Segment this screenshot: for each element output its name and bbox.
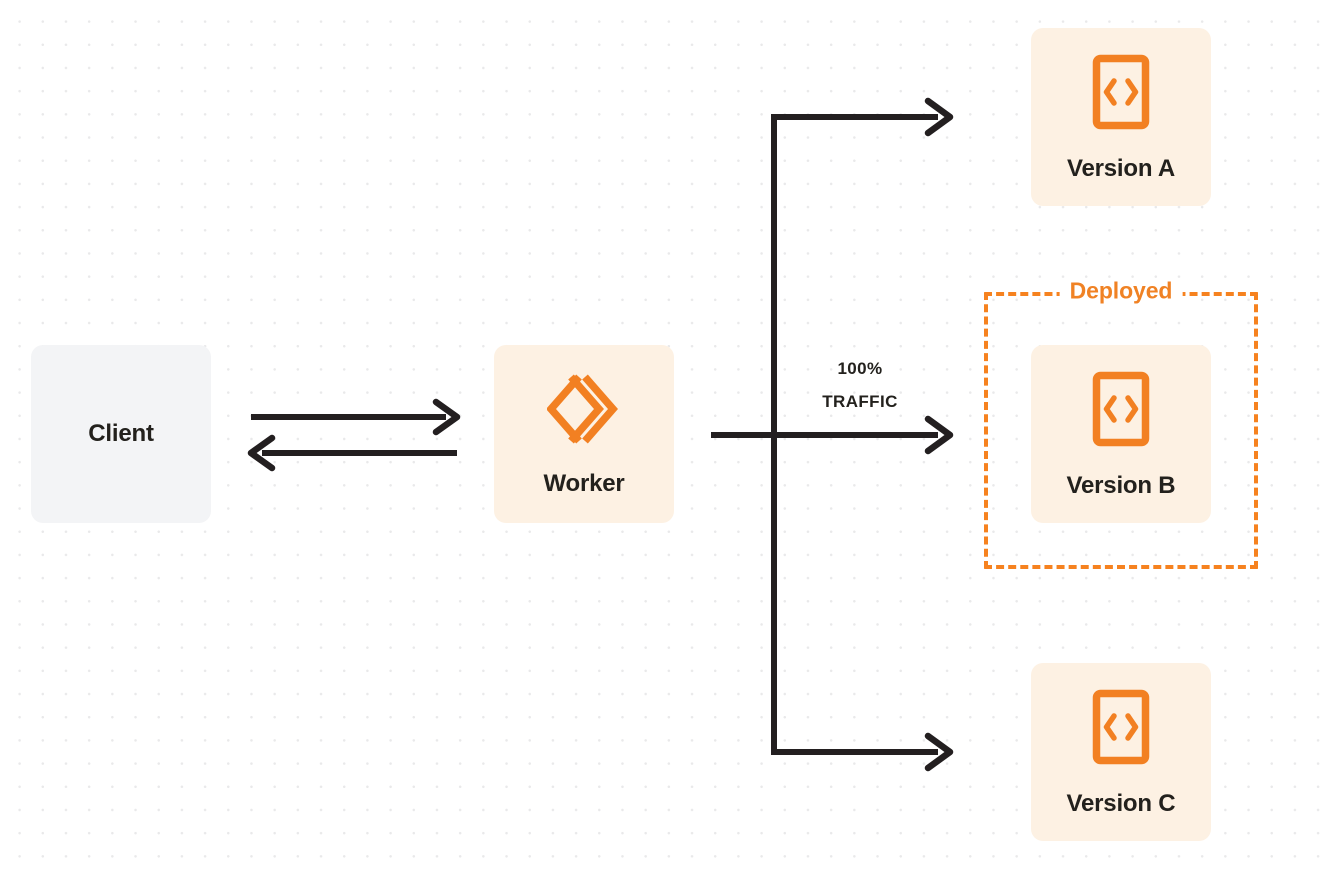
node-version-b[interactable]: Version B bbox=[1031, 345, 1211, 523]
arrow-left-icon bbox=[247, 434, 276, 472]
node-version-c-label: Version C bbox=[1066, 789, 1176, 817]
edge-worker-to-version-c bbox=[771, 732, 954, 772]
cloudflare-workers-logo-icon bbox=[546, 373, 621, 450]
deployed-group-frame: Deployed bbox=[984, 279, 1258, 569]
node-version-a[interactable]: Version A bbox=[1031, 28, 1211, 206]
node-worker-label: Worker bbox=[543, 469, 625, 497]
node-version-a-label: Version A bbox=[1066, 154, 1176, 182]
arrow-right-icon bbox=[432, 398, 461, 436]
arrow-right-icon bbox=[924, 415, 954, 455]
code-document-icon bbox=[1092, 689, 1150, 770]
edge-worker-to-version-a bbox=[771, 97, 954, 137]
node-client[interactable]: Client bbox=[31, 345, 211, 523]
edge-worker-to-client bbox=[247, 434, 457, 472]
arrow-right-icon bbox=[924, 97, 954, 137]
deployed-group-label: Deployed bbox=[1059, 279, 1183, 303]
code-document-icon bbox=[1092, 54, 1150, 135]
node-worker[interactable]: Worker bbox=[494, 345, 674, 523]
arrow-right-icon bbox=[924, 732, 954, 772]
code-document-icon bbox=[1092, 371, 1150, 452]
node-client-label: Client bbox=[88, 420, 154, 447]
node-version-b-label: Version B bbox=[1066, 471, 1176, 499]
node-version-c[interactable]: Version C bbox=[1031, 663, 1211, 841]
edge-worker-to-version-b bbox=[711, 415, 954, 455]
edge-client-to-worker bbox=[251, 398, 461, 436]
